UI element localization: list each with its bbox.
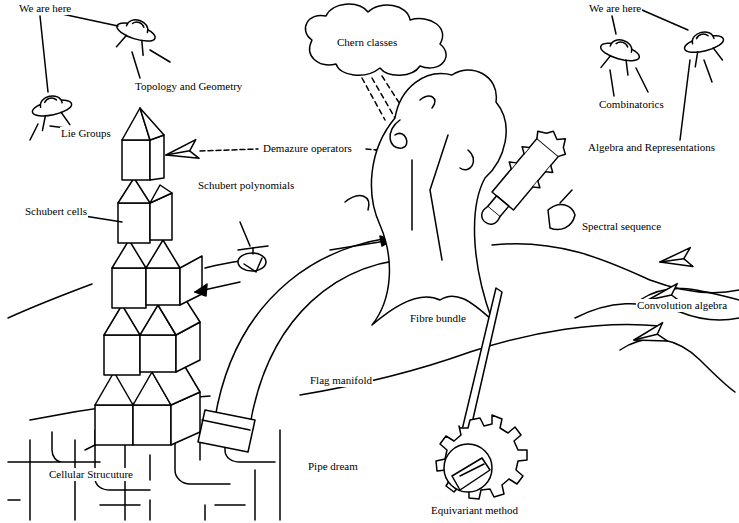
topic-label: Chern classes — [336, 36, 398, 49]
topic-label: Cellular Strucuture — [48, 468, 134, 481]
pointer-label: We are here — [18, 2, 72, 15]
topic-label: Lie Groups — [60, 127, 112, 140]
topic-label: Schubert cells — [24, 205, 88, 218]
topic-label: Convolution algebra — [636, 299, 728, 312]
topic-label: Pipe dream — [307, 460, 359, 473]
topic-label: Schubert polynomials — [197, 179, 295, 192]
topic-label: Algebra and Representations — [587, 141, 716, 154]
pointer-label: We are here — [588, 2, 642, 15]
topic-label: Topology and Geometry — [134, 80, 243, 93]
topic-label: Equivariant method — [430, 504, 519, 517]
topic-label: Demazure operators — [262, 142, 353, 155]
topic-label: Fibre bundle — [409, 312, 467, 325]
topic-label: Combinatorics — [598, 98, 665, 111]
topic-label: Flag manifold — [309, 374, 373, 387]
topic-label: Spectral sequence — [581, 220, 662, 233]
